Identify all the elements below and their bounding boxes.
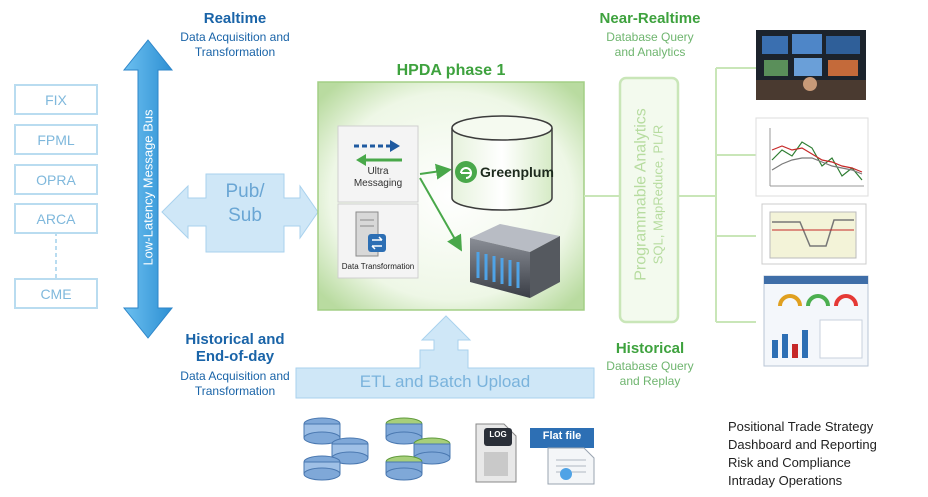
use-case-item: Risk and Compliance — [728, 455, 851, 470]
server-rack-top — [470, 224, 560, 252]
near-realtime-header: Near-Realtime Database Query and Analyti… — [578, 10, 722, 60]
historical-sub-line2: and Replay — [619, 374, 681, 388]
feed-opra: OPRA — [14, 164, 98, 195]
realtime-header: Realtime Data Acquisition and Transforma… — [160, 10, 310, 60]
analytics-title: Programmable Analytics — [632, 108, 650, 281]
pubsub-label-line2: Sub — [228, 205, 262, 226]
historical-header: Historical Database Query and Replay — [588, 340, 712, 389]
pubsub-label-line1: Pub/ — [225, 181, 265, 202]
historical-sub-line1: Database Query — [606, 359, 694, 373]
line-chart-thumbnail — [755, 117, 869, 197]
use-cases-list: Positional Trade Strategy Dashboard and … — [728, 418, 924, 490]
feed-cme: CME — [14, 278, 98, 309]
historical-eod-sub-line1: Data Acquisition and — [180, 369, 290, 383]
historical-eod-header: Historical and End-of-day Data Acquisiti… — [160, 331, 310, 399]
database-stack-icon-2 — [385, 417, 451, 481]
near-realtime-title: Near-Realtime — [599, 10, 701, 27]
server-rack-icon — [470, 238, 530, 298]
dashboard-thumbnail — [763, 275, 869, 367]
historical-title: Historical — [615, 340, 685, 357]
use-case-item: Intraday Operations — [728, 473, 843, 488]
transform-badge-icon — [368, 234, 386, 252]
feed-fpml: FPML — [14, 124, 98, 155]
log-file-icon — [475, 423, 517, 483]
pubsub-label: Pub/ Sub — [206, 180, 284, 228]
trading-floor-photo — [756, 30, 866, 100]
flat-file-icon — [530, 428, 595, 485]
database-stack-icon-1 — [303, 417, 369, 481]
feed-arca: ARCA — [14, 203, 98, 234]
data-transformation-label: Data Transformation — [341, 262, 415, 271]
near-realtime-sub-line1: Database Query — [606, 30, 694, 44]
greenplum-cylinder — [451, 128, 553, 211]
hpda-title: HPDA phase 1 — [396, 62, 506, 79]
ultra-messaging-label: Ultra Messaging — [338, 166, 418, 190]
ultra-messaging-panel — [337, 125, 419, 203]
historical-eod-title-line2: End-of-day — [195, 348, 275, 365]
area-chart-thumbnail — [761, 203, 867, 265]
use-case-item: Positional Trade Strategy — [728, 419, 874, 434]
message-bus-label: Low-Latency Message Bus — [140, 109, 156, 266]
analytics-box — [618, 76, 680, 324]
ultra-messaging-line2: Messaging — [353, 178, 403, 189]
etl-label: ETL and Batch Upload — [359, 372, 531, 391]
log-label: LOG — [489, 430, 507, 439]
etl-arrow — [295, 315, 595, 399]
use-case-item: Dashboard and Reporting — [728, 437, 877, 452]
message-bus-arrow — [122, 39, 174, 339]
realtime-sub-line2: Transformation — [194, 45, 276, 59]
feed-fix: FIX — [14, 84, 98, 115]
ultra-messaging-line1: Ultra — [367, 166, 389, 177]
analytics-subtitle: SQL, MapReduce, PL/R — [650, 124, 666, 265]
greenplum-label: Greenplum — [480, 164, 554, 180]
historical-eod-sub-line2: Transformation — [194, 384, 276, 398]
historical-eod-title-line1: Historical and — [185, 331, 285, 348]
near-realtime-sub-line2: and Analytics — [614, 45, 686, 59]
flat-file-label: Flat file — [542, 430, 582, 442]
realtime-title: Realtime — [203, 10, 267, 27]
analytics-label: Programmable Analytics SQL, MapReduce, P… — [633, 75, 666, 315]
realtime-sub-line1: Data Acquisition and — [180, 30, 290, 44]
